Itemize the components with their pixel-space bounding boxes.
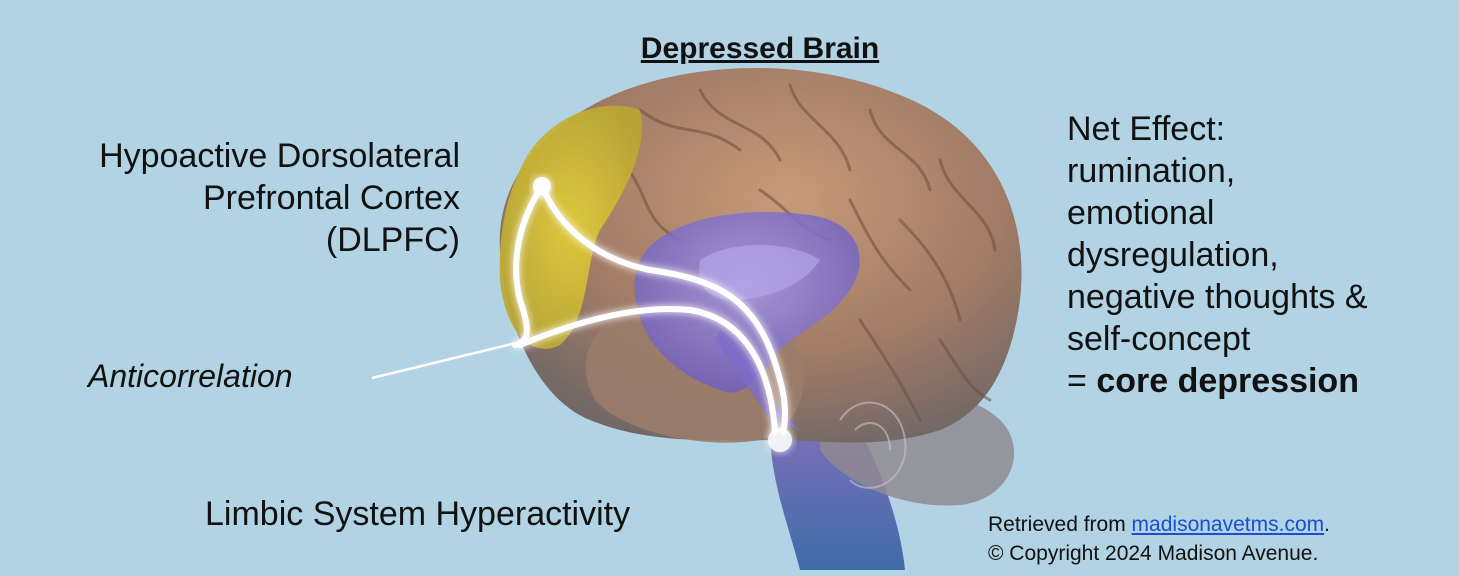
source-link[interactable]: madisonavetms.com bbox=[1132, 513, 1325, 536]
retrieved-suffix: . bbox=[1324, 513, 1330, 536]
net-effect-line: Net Effect: bbox=[1067, 108, 1368, 150]
net-effect-line: self-concept bbox=[1067, 318, 1368, 360]
limbic-node bbox=[768, 428, 792, 452]
dlpfc-label-line: Hypoactive Dorsolateral bbox=[99, 135, 460, 177]
net-effect-text: Net Effect: rumination, emotional dysreg… bbox=[1067, 108, 1368, 402]
dlpfc-label-line: (DLPFC) bbox=[99, 219, 460, 261]
net-effect-line: dysregulation, bbox=[1067, 234, 1368, 276]
anticorrelation-pointer bbox=[372, 342, 520, 378]
anticorrelation-label: Anticorrelation bbox=[88, 358, 293, 395]
core-prefix: = bbox=[1067, 362, 1096, 400]
limbic-label: Limbic System Hyperactivity bbox=[205, 495, 630, 534]
net-effect-line: rumination, bbox=[1067, 150, 1368, 192]
source-credit: Retrieved from madisonavetms.com. © Copy… bbox=[988, 510, 1330, 568]
core-depression-bold: core depression bbox=[1096, 362, 1359, 400]
retrieved-prefix: Retrieved from bbox=[988, 513, 1132, 536]
dlpfc-node bbox=[533, 177, 551, 195]
dlpfc-label-line: Prefrontal Cortex bbox=[99, 177, 460, 219]
dlpfc-label: Hypoactive Dorsolateral Prefrontal Corte… bbox=[99, 135, 460, 261]
core-depression-line: = core depression bbox=[1067, 360, 1368, 402]
retrieved-line: Retrieved from madisonavetms.com. bbox=[988, 510, 1330, 539]
copyright-line: © Copyright 2024 Madison Avenue. bbox=[988, 539, 1330, 568]
net-effect-line: negative thoughts & bbox=[1067, 276, 1368, 318]
net-effect-line: emotional bbox=[1067, 192, 1368, 234]
diagram-title: Depressed Brain bbox=[520, 32, 1000, 66]
